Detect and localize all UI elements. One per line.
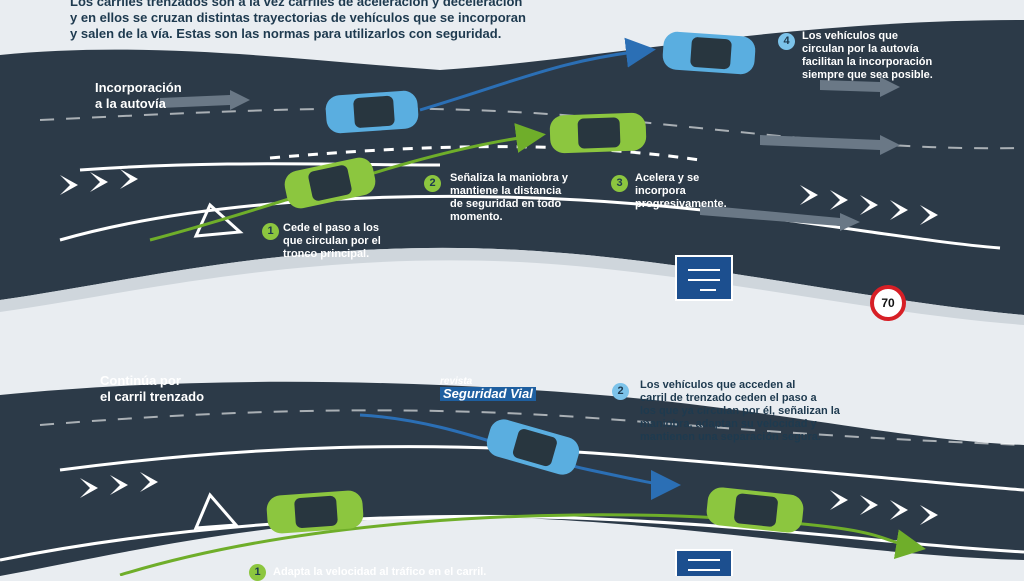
top-road: [0, 20, 1024, 315]
step-bottom-2-text: Los vehículos que acceden al carril de t…: [640, 379, 840, 444]
step-top-4-line: circulan por la autovía: [802, 43, 919, 55]
step-bottom-1-number: 1: [249, 564, 266, 581]
step-top-2-text: Señaliza la maniobra y mantiene la dista…: [450, 172, 568, 224]
intro-paragraph: Los carriles trenzados son a la vez carr…: [70, 0, 590, 42]
revista-seguridad-vial-logo: revista Seguridad Vial: [440, 376, 536, 401]
step-top-4-line: facilitan la incorporación: [802, 56, 933, 68]
intro-line-1: Los carriles trenzados son a la vez carr…: [70, 0, 523, 9]
step-top-4-line: siempre que sea posible.: [802, 69, 933, 81]
step-top-1-line: tronco principal.: [283, 248, 370, 260]
step-bottom-2-line: Los vehículos que acceden al: [640, 379, 796, 391]
step-bottom-2-line: maniobra, adaptan su velocidad y: [640, 418, 817, 430]
top-road-shoulder: [0, 247, 1024, 325]
section-top-title: Incorporación a la autovía: [95, 80, 182, 112]
intro-line-3: y salen de la vía. Estas son las normas …: [70, 26, 502, 41]
section-bottom-title: Continúa por el carril trenzado: [100, 373, 204, 405]
step-bottom-1-line: Adapta la velocidad al tráfico en el car…: [273, 566, 487, 578]
logo-line-1: revista: [440, 376, 473, 387]
step-top-3-text: Acelera y se incorpora progresivamente.: [635, 172, 727, 211]
step-top-3-line: progresivamente.: [635, 198, 727, 210]
blue-car-3: [486, 419, 580, 475]
lane-sign-bottom: [675, 549, 733, 576]
section-bottom-title-line1: Continúa por: [100, 373, 181, 388]
step-top-2-line: momento.: [450, 211, 503, 223]
step-top-2-line: Señaliza la maniobra y: [450, 172, 568, 184]
section-bottom-title-line2: el carril trenzado: [100, 389, 205, 404]
intro-line-2: y en ellos se cruzan distintas trayector…: [70, 10, 526, 25]
blue-car-2: [662, 31, 756, 75]
step-bottom-2-line: carril de trenzado ceden el paso a: [640, 392, 817, 404]
step-top-3-line: Acelera y se: [635, 172, 700, 184]
step-bottom-2-line: los que ya circulan por él, señalizan la: [640, 405, 840, 417]
section-top-title-line2: a la autovía: [95, 96, 166, 111]
step-top-1-number: 1: [262, 223, 279, 240]
lane-sign-top: [675, 255, 733, 301]
green-car-2: [549, 112, 647, 154]
step-top-2-line: de seguridad en todo: [450, 198, 562, 210]
bottom-road: [0, 381, 1024, 576]
step-top-1-line: que circulan por el: [283, 235, 381, 247]
step-top-2-line: mantiene la distancia: [450, 185, 562, 197]
green-trajectory-bottom: [119, 513, 926, 576]
green-car-3: [266, 490, 364, 534]
blue-car-1: [325, 90, 419, 134]
step-top-1-line: Cede el paso a los: [283, 222, 379, 234]
step-top-1-text: Cede el paso a los que circulan por el t…: [283, 222, 381, 261]
step-bottom-2-number: 2: [612, 383, 629, 400]
step-top-4-line: Los vehículos que: [802, 30, 898, 42]
speed-limit-sign: 70: [870, 285, 906, 321]
step-bottom-1-text: Adapta la velocidad al tráfico en el car…: [273, 566, 486, 579]
logo-line-2: Seguridad Vial: [440, 387, 536, 401]
step-bottom-2-line: mantienen una separación segura.: [640, 431, 821, 443]
blue-trajectory-top: [419, 37, 656, 112]
step-top-3-number: 3: [611, 175, 628, 192]
step-top-3-line: incorpora: [635, 185, 686, 197]
step-top-4-text: Los vehículos que circulan por la autoví…: [802, 30, 933, 82]
step-top-4-number: 4: [778, 33, 795, 50]
green-car-1: [284, 157, 376, 209]
section-top-title-line1: Incorporación: [95, 80, 182, 95]
step-top-2-number: 2: [424, 175, 441, 192]
green-car-4: [706, 487, 804, 533]
